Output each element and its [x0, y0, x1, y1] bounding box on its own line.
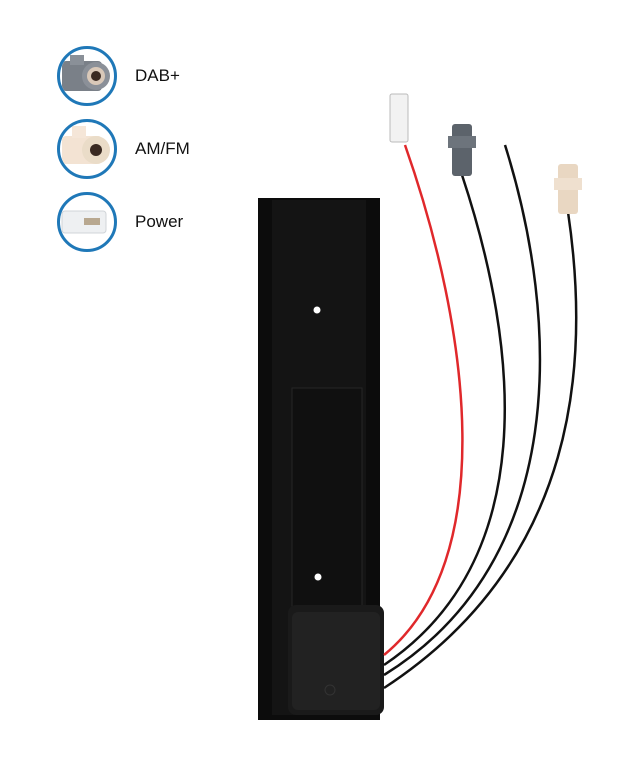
legend-label: Power [135, 212, 184, 231]
amfm-connector-icon [57, 119, 117, 179]
amfm-plug [554, 164, 582, 214]
legend-item-dab: DAB+ [57, 46, 180, 106]
dab-plug [448, 124, 476, 176]
dab-cable [383, 174, 506, 667]
amplifier-module [288, 605, 384, 715]
legend-item-amfm: AM/FM [57, 119, 190, 179]
power-wire [383, 144, 464, 656]
legend-label: AM/FM [135, 139, 190, 158]
legend-item-power: Power [57, 192, 183, 252]
amfm-cable [383, 211, 578, 690]
black-wire [383, 144, 542, 677]
power-plug [389, 93, 409, 143]
cables [383, 144, 578, 690]
legend-label: DAB+ [135, 66, 180, 85]
power-connector-icon [57, 192, 117, 252]
dab-connector-icon [57, 46, 117, 106]
